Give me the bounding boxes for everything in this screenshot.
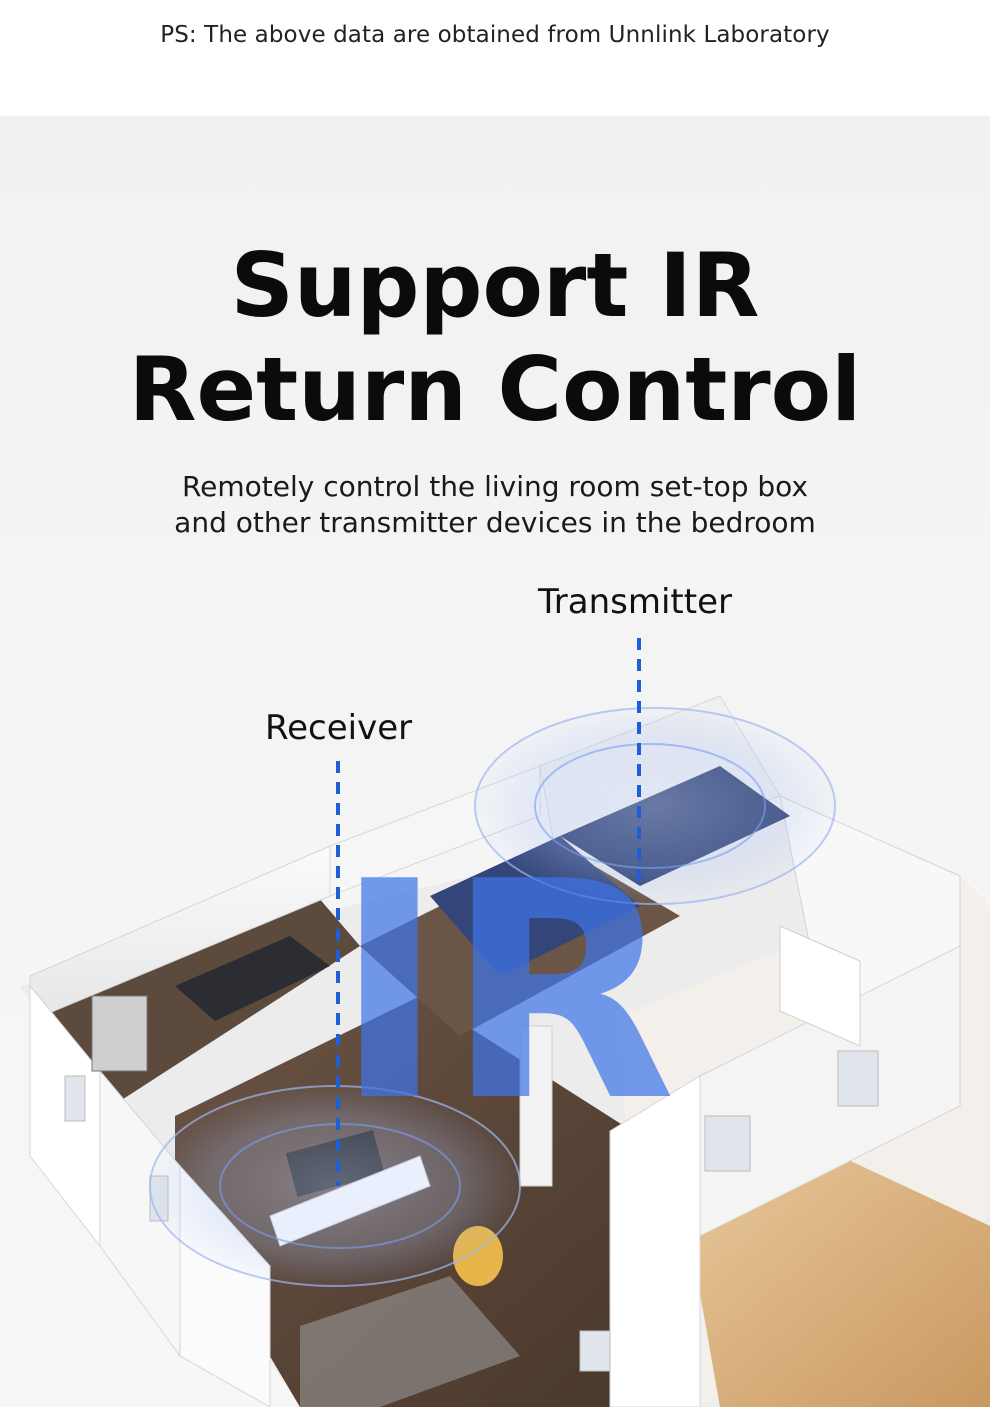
signal-ring-tx-inner [534,743,766,869]
subtitle-line-2: and other transmitter devices in the bed… [174,506,816,539]
window-kitchen-1 [704,1115,751,1172]
signal-ring-tx-outer [474,707,836,905]
rug [300,1276,520,1407]
ir-letters: IR [334,818,677,1167]
top-band: PS: The above data are obtained from Unn… [0,0,990,116]
herringbone-floor [690,1156,990,1407]
transmitter-label: Transmitter [538,582,732,622]
kitchen-wall [699,945,961,1237]
ps-note: PS: The above data are obtained from Unn… [160,22,830,48]
window-left [64,1075,86,1122]
signal-ring-rx-outer [149,1085,521,1287]
window-kitchen-2 [837,1050,879,1107]
bedside-picture [91,995,148,1072]
title-line-2: Return Control [128,338,862,441]
bed-left [175,936,330,1021]
main-panel: IR Support IR Return Control Remotely co… [0,116,990,1407]
window-bottom [579,1330,611,1372]
receiver-label: Receiver [265,708,413,748]
pillar [519,1025,553,1187]
house-illustration: IR [20,638,990,1407]
title-line-1: Support IR [230,234,760,337]
subtitle-line-1: Remotely control the living room set-top… [181,470,809,503]
kitchen-counter [779,925,861,1047]
divider-wall-kitchen [609,1075,701,1407]
